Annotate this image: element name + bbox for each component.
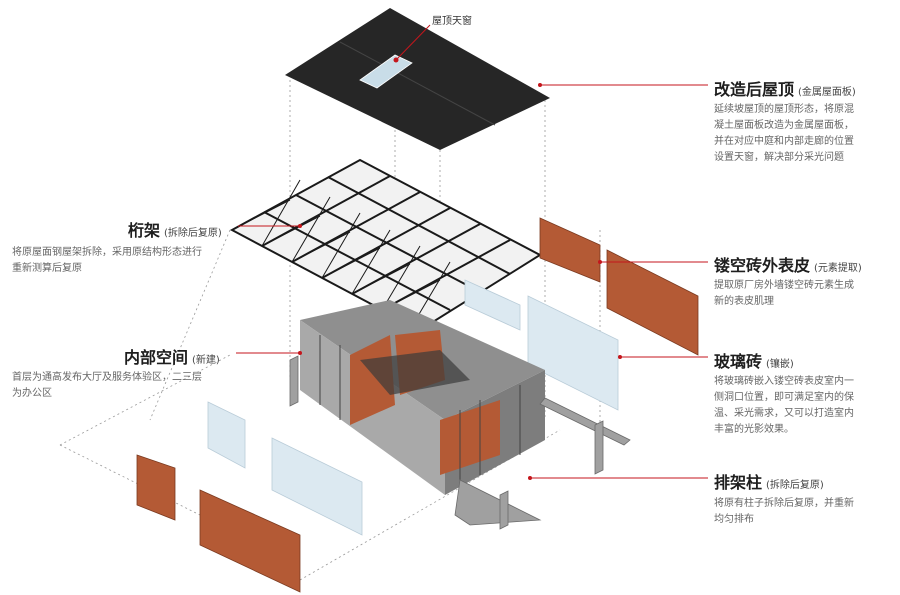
glass-subtitle: (镶嵌) xyxy=(766,359,794,370)
leader-lines xyxy=(236,24,708,479)
skylight-label: 屋顶天窗 xyxy=(432,16,472,27)
roof-annotation: 改造后屋顶(金属屋面板) xyxy=(714,76,856,100)
skin-desc-line: 新的表皮肌理 xyxy=(714,296,774,307)
interior-desc-line: 首层为通高发布大厅及服务体验区，二三层 xyxy=(12,372,202,383)
columns-desc-line: 均匀排布 xyxy=(714,514,754,525)
interior-title: 内部空间 xyxy=(124,348,189,367)
truss-subtitle: (拆除后复原) xyxy=(164,228,222,239)
columns-title: 排架柱 xyxy=(714,473,763,492)
glass-desc-line: 侧洞口位置，即可满足室内的保 xyxy=(714,392,854,403)
glass-title: 玻璃砖 xyxy=(714,352,763,371)
columns-desc-line: 将原有柱子拆除后复原，并重新 xyxy=(714,498,854,509)
interior-building xyxy=(300,300,545,495)
truss-annotation: 桁架(拆除后复原) xyxy=(128,217,222,241)
glass-description: 将玻璃砖嵌入镂空砖表皮室内一 侧洞口位置，即可满足室内的保 温、采光需求，又可以… xyxy=(714,374,854,438)
roof-skylight xyxy=(359,54,413,89)
roof-desc-line: 凝土屋面板改造为金属屋面板， xyxy=(714,120,854,131)
interior-description: 首层为通高发布大厅及服务体验区，二三层 为办公区 xyxy=(12,370,202,402)
interior-annotation: 内部空间(新建) xyxy=(124,344,220,368)
glass-annotation: 玻璃砖(镶嵌) xyxy=(714,348,794,372)
columns-annotation: 排架柱(拆除后复原) xyxy=(714,469,824,493)
leader-dots xyxy=(298,83,622,480)
columns-description: 将原有柱子拆除后复原，并重新 均匀排布 xyxy=(714,496,854,528)
metal-roof xyxy=(285,8,550,150)
skin-subtitle: (元素提取) xyxy=(814,263,862,274)
glass-desc-line: 温、采光需求，又可以打造室内 xyxy=(714,408,854,419)
roof-desc-line: 延续坡屋顶的屋顶形态，将原混 xyxy=(714,104,854,115)
skin-annotation: 镂空砖外表皮(元素提取) xyxy=(714,252,862,276)
truss-desc-line: 将原屋面钢屋架拆除，采用原结构形态进行 xyxy=(12,247,202,258)
roof-desc-line: 并在对应中庭和内部走廊的位置 xyxy=(714,136,854,147)
roof-subtitle: (金属屋面板) xyxy=(798,87,856,98)
roof-desc-line: 设置天窗，解决部分采光问题 xyxy=(714,152,844,163)
truss-title: 桁架 xyxy=(128,221,161,240)
truss-desc-line: 重新测算后复原 xyxy=(12,263,82,274)
interior-subtitle: (新建) xyxy=(192,355,220,366)
roof-description: 延续坡屋顶的屋顶形态，将原混 凝土屋面板改造为金属屋面板， 并在对应中庭和内部走… xyxy=(714,102,854,166)
glass-desc-line: 将玻璃砖嵌入镂空砖表皮室内一 xyxy=(714,376,854,387)
skin-title: 镂空砖外表皮 xyxy=(714,256,811,275)
bent-frame-columns xyxy=(289,355,631,530)
interior-desc-line: 为办公区 xyxy=(12,388,52,399)
skin-description: 提取原厂房外墙镂空砖元素生成 新的表皮肌理 xyxy=(714,278,854,310)
brick-skin-left xyxy=(136,454,301,593)
skin-desc-line: 提取原厂房外墙镂空砖元素生成 xyxy=(714,280,854,291)
roof-title: 改造后屋顶 xyxy=(714,80,795,99)
glass-brick-panels xyxy=(207,279,619,536)
columns-subtitle: (拆除后复原) xyxy=(766,480,824,491)
truss-description: 将原屋面钢屋架拆除，采用原结构形态进行 重新测算后复原 xyxy=(12,245,202,277)
brick-skin-right xyxy=(539,217,699,356)
glass-desc-line: 丰富的光影效果。 xyxy=(714,424,794,435)
